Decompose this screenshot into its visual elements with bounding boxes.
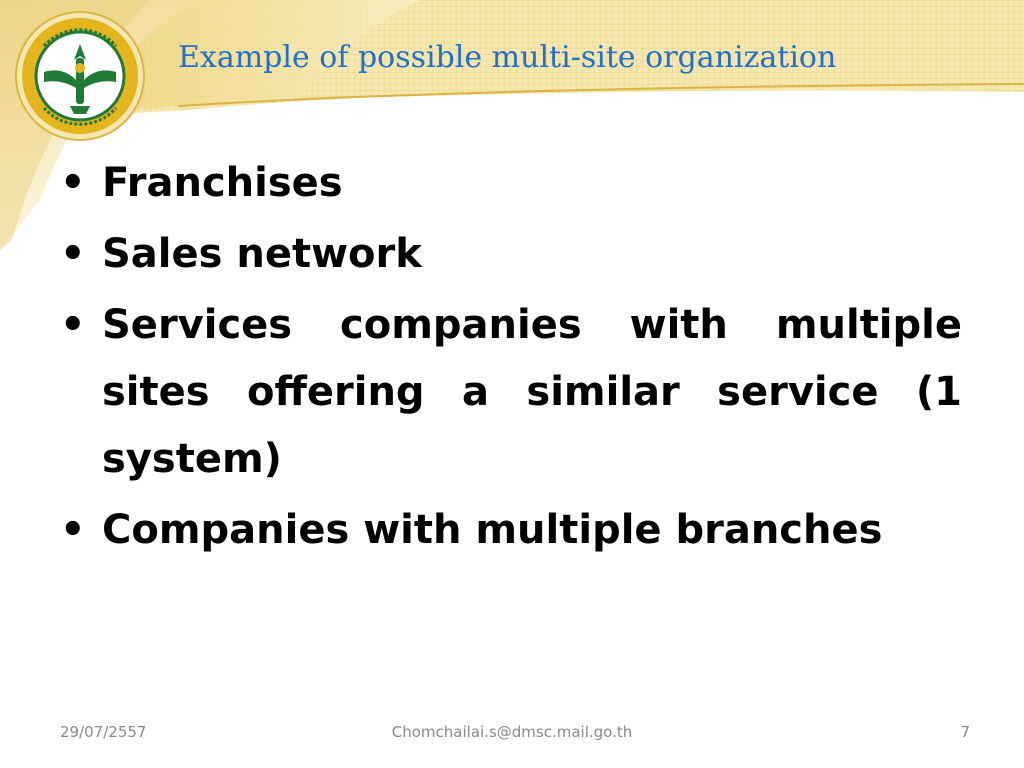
bullet-marker: •	[60, 302, 86, 348]
slide-title: Example of possible multi-site organizat…	[178, 40, 837, 75]
bullet-marker: •	[60, 231, 86, 277]
ministry-seal-icon	[15, 11, 145, 141]
bullet-text: Companies with multiple branches	[102, 507, 883, 553]
list-item: • Franchises	[58, 150, 962, 217]
bullet-marker: •	[60, 507, 86, 553]
bullet-marker: •	[60, 160, 86, 206]
footer-email: Chomchailai.s@dmsc.mail.go.th	[391, 723, 633, 741]
bullet-text: Services companies with multiple sites o…	[102, 302, 962, 482]
list-item: • Companies with multiple branches	[58, 497, 962, 564]
list-item: • Sales network	[58, 221, 962, 288]
bullet-text: Franchises	[102, 160, 343, 206]
bullet-text: Sales network	[102, 231, 422, 277]
footer-date: 29/07/2557	[60, 723, 147, 741]
bullet-list: • Franchises • Sales network • Services …	[58, 150, 962, 568]
page-number: 7	[960, 723, 970, 741]
list-item: • Services companies with multiple sites…	[58, 292, 962, 493]
